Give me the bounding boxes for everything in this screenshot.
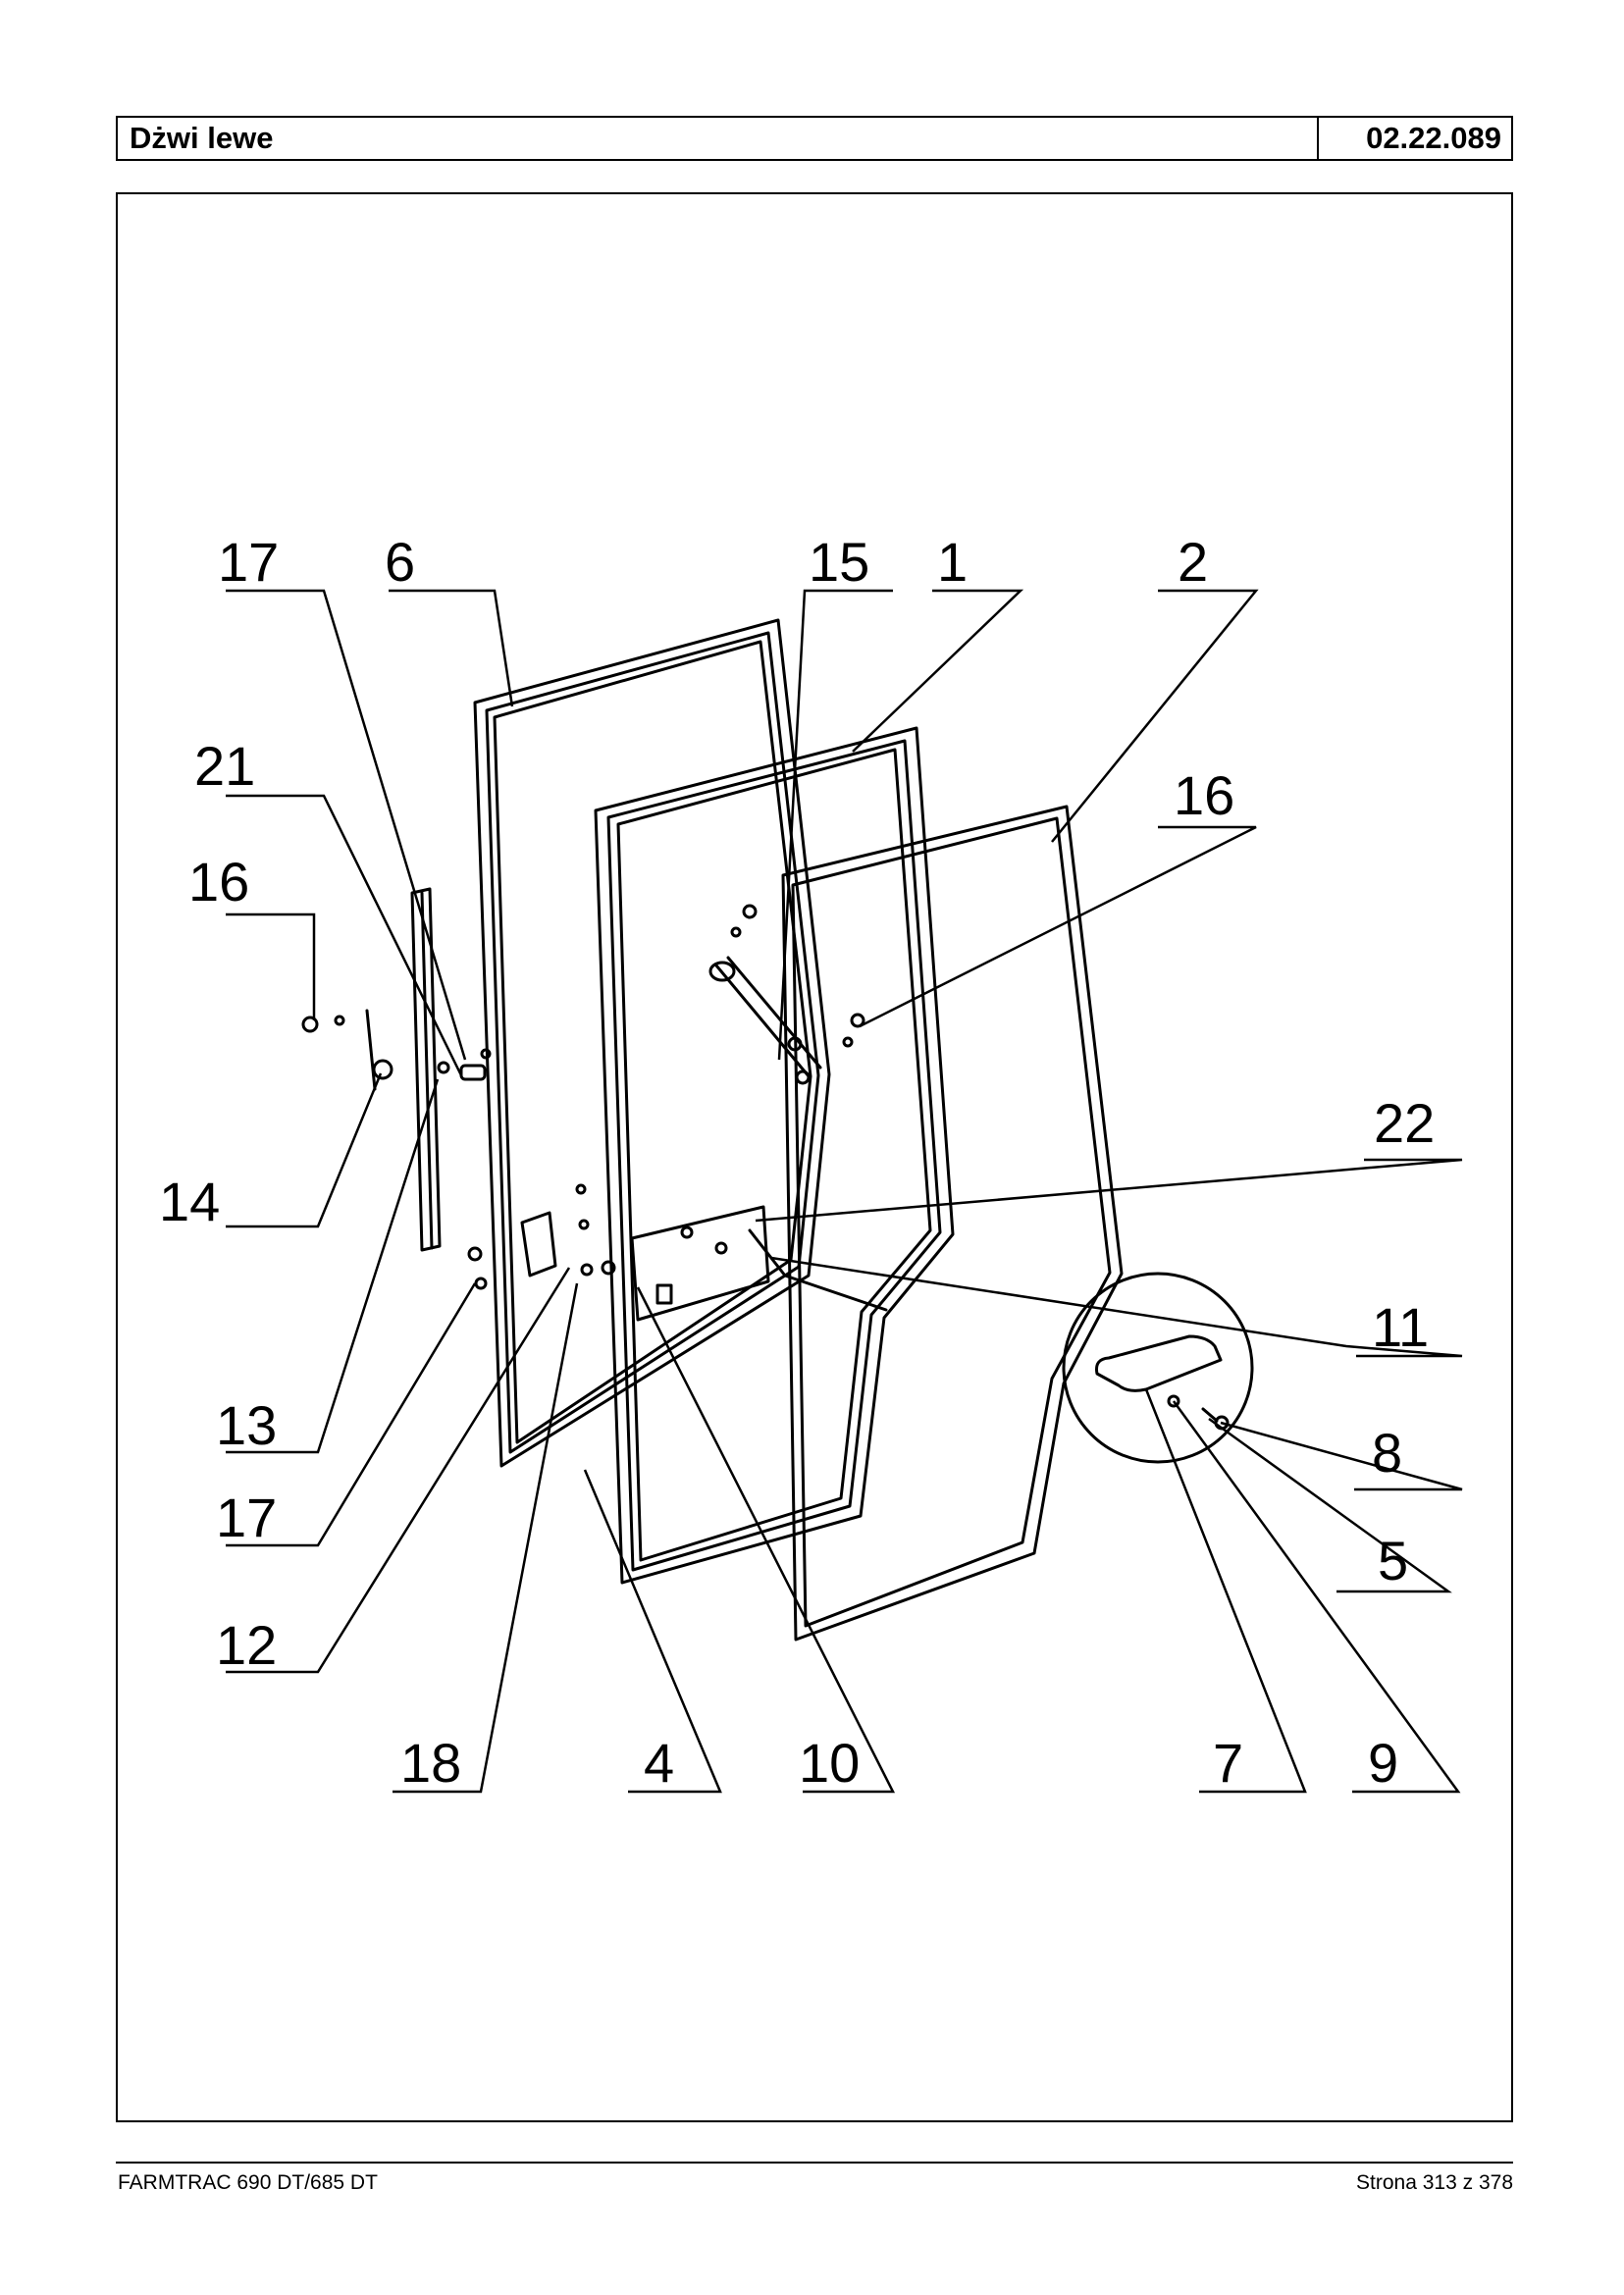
callout-label-18: 18 — [400, 1732, 461, 1794]
callout-label-22: 22 — [1374, 1092, 1435, 1154]
footer-rule — [116, 2162, 1513, 2164]
diagram-frame — [116, 192, 1513, 2122]
title-bar: Dżwi lewe 02.22.089 — [116, 116, 1513, 161]
page-title: Dżwi lewe — [118, 118, 1319, 159]
callout-labels: 17 6 15 1 2 21 16 16 14 22 11 8 13 17 5 … — [159, 531, 1435, 1794]
callout-label-10: 10 — [799, 1732, 860, 1794]
callout-label-1: 1 — [937, 531, 968, 593]
callout-label-17a: 17 — [218, 531, 279, 593]
callout-label-5: 5 — [1378, 1530, 1408, 1591]
callout-label-15: 15 — [809, 531, 869, 593]
handle-rod-part-14 — [301, 1009, 393, 1091]
footer-model: FARMTRAC 690 DT/685 DT — [118, 2171, 378, 2194]
callout-label-14: 14 — [159, 1171, 220, 1232]
callout-label-6: 6 — [385, 531, 415, 593]
leader-lines — [226, 589, 1463, 1794]
hinge-parts-part-21 — [437, 1013, 865, 1290]
callout-label-16b: 16 — [1174, 764, 1234, 826]
hinge-strip-part-17 — [410, 887, 442, 1252]
callout-label-11: 11 — [1372, 1296, 1429, 1358]
callout-label-12: 12 — [216, 1614, 277, 1676]
door-lock-part-10 — [580, 1205, 888, 1322]
window-frame-part-1 — [594, 726, 955, 1585]
callout-label-4: 4 — [644, 1732, 674, 1794]
callout-label-9: 9 — [1368, 1732, 1398, 1794]
footer-page-number: Strona 313 z 378 — [1356, 2171, 1513, 2194]
callout-label-2: 2 — [1178, 531, 1208, 593]
callout-label-8: 8 — [1372, 1422, 1402, 1484]
gas-strut-part-15 — [708, 904, 822, 1085]
callout-label-7: 7 — [1213, 1732, 1243, 1794]
door-seal-frame-part-6 — [473, 618, 831, 1468]
callout-label-13: 13 — [216, 1394, 277, 1456]
callout-label-16a: 16 — [188, 851, 249, 913]
callout-label-17b: 17 — [216, 1487, 277, 1548]
page-code: 02.22.089 — [1366, 121, 1501, 155]
callout-label-21: 21 — [194, 735, 255, 797]
detail-circle-handle — [1062, 1272, 1254, 1464]
